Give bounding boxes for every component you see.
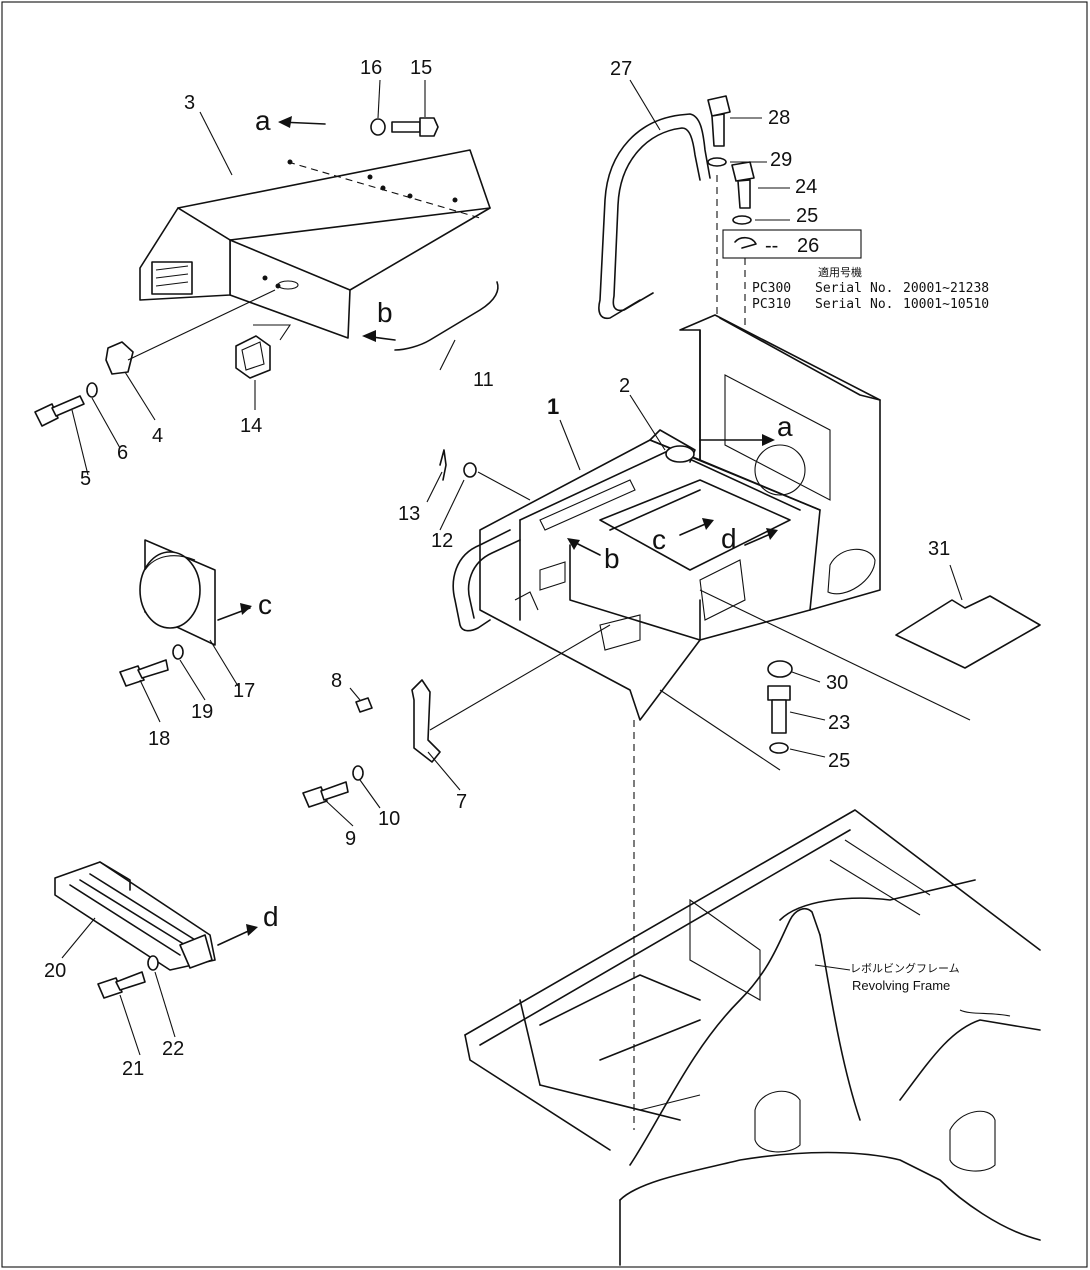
part-5-bolt (34, 395, 85, 427)
revolving-frame-label: レボルビングフレーム Revolving Frame (850, 961, 960, 993)
part-15-bolt (391, 117, 439, 137)
label-part-15: 15 (410, 57, 432, 79)
revolving-frame (464, 809, 1041, 1266)
label-part-28: 28 (768, 107, 790, 129)
label-part-29: 29 (770, 149, 792, 171)
label-part-31: 31 (928, 538, 950, 560)
part-4-clip (105, 289, 276, 375)
label-part-25-bottom: 25 (828, 750, 850, 772)
label-part-24: 24 (795, 176, 817, 198)
part-8-screw (355, 697, 373, 713)
part-25-washer-bottom (769, 742, 789, 754)
part-26-pin (734, 236, 757, 249)
part-20-step (54, 861, 216, 971)
note-model-2: PC310 (752, 297, 791, 312)
label-part-26: 26 (797, 235, 819, 257)
part-28-bolt (707, 95, 731, 147)
label-part-30: 30 (826, 672, 848, 694)
label-part-25-top: 25 (796, 205, 818, 227)
label-part-10: 10 (378, 808, 400, 830)
note-heading: 適用号機 (818, 265, 862, 279)
note-no-1: No. (870, 281, 893, 296)
label-part-5: 5 (80, 468, 91, 490)
label-part-7: 7 (456, 791, 467, 813)
part-27-handrail (598, 113, 711, 320)
label-part-3: 3 (184, 92, 195, 114)
label-part-22: 22 (162, 1038, 184, 1060)
reference-letters: a b a b c d c d (255, 105, 793, 932)
part-labels: 1 2 3 4 5 6 7 8 9 10 11 12 13 14 15 16 1… (44, 57, 950, 1080)
note-range-2: 10001~10510 (903, 297, 989, 312)
ref-b-cover: b (377, 297, 393, 328)
label-part-21: 21 (122, 1058, 144, 1080)
applicability-note: 適用号機 PC300 Serial No. 20001~21238 PC310 … (752, 265, 989, 312)
label-part-9: 9 (345, 828, 356, 850)
label-part-23: 23 (828, 712, 850, 734)
label-part-17: 17 (233, 680, 255, 702)
part-19-washer (172, 644, 184, 660)
label-part-14: 14 (240, 415, 262, 437)
part-23-bolt (767, 685, 791, 734)
label-part-11: 11 (473, 369, 494, 391)
part-22-washer (147, 955, 159, 971)
part-17-fan-cover (139, 539, 216, 646)
note-serial-1: Serial (815, 281, 862, 296)
part-1-main-frame (479, 314, 881, 721)
ref-c-frame: c (652, 524, 666, 555)
part-24-bolt (731, 161, 755, 209)
part-31-mat (895, 595, 1041, 669)
label-part-2: 2 (619, 375, 630, 397)
label-part-27: 27 (610, 58, 632, 80)
part-26-box (722, 229, 862, 259)
label-part-4: 4 (152, 425, 163, 447)
part-29-washer (707, 157, 727, 167)
label-part-16: 16 (360, 57, 382, 79)
part-14-grommet (235, 324, 292, 379)
leader-lines (61, 79, 963, 1056)
label-part-20: 20 (44, 960, 66, 982)
ref-d-frame: d (721, 523, 737, 554)
note-model-1: PC300 (752, 281, 791, 296)
part-21-bolt (97, 971, 146, 999)
part-18-bolt (119, 659, 169, 687)
ref-c-fan: c (258, 589, 272, 620)
label-part-13: 13 (398, 503, 420, 525)
note-range-1: 20001~21238 (903, 281, 989, 296)
part-11-rod (394, 281, 499, 351)
part-16-washer (370, 118, 386, 136)
note-no-2: No. (870, 297, 893, 312)
part-13-pin (439, 449, 447, 481)
ref-d-step: d (263, 901, 279, 932)
part-7-bracket (411, 624, 611, 763)
part-10-washer (352, 765, 364, 781)
note-serial-2: Serial (815, 297, 862, 312)
part-12-washer (463, 462, 477, 478)
label-part-8: 8 (331, 670, 342, 692)
part-30-cap (767, 660, 793, 678)
frame-label-jp: レボルビングフレーム (850, 961, 960, 975)
label-part-19: 19 (191, 701, 213, 723)
label-part-1: 1 (547, 394, 559, 419)
part-25-washer-top (732, 215, 752, 225)
part-6-washer (86, 382, 98, 398)
frame-label-en: Revolving Frame (852, 978, 950, 993)
label-part-12: 12 (431, 530, 453, 552)
label-part-18: 18 (148, 728, 170, 750)
ref-a-frame: a (777, 411, 793, 442)
label-part-26-prefix: -- (765, 235, 778, 257)
ref-a-cover: a (255, 105, 271, 136)
label-part-6: 6 (117, 442, 128, 464)
part-1-side-rail (452, 529, 511, 632)
ref-b-frame: b (604, 543, 620, 574)
part-9-bolt (302, 781, 349, 808)
part-3-cover (139, 149, 491, 339)
